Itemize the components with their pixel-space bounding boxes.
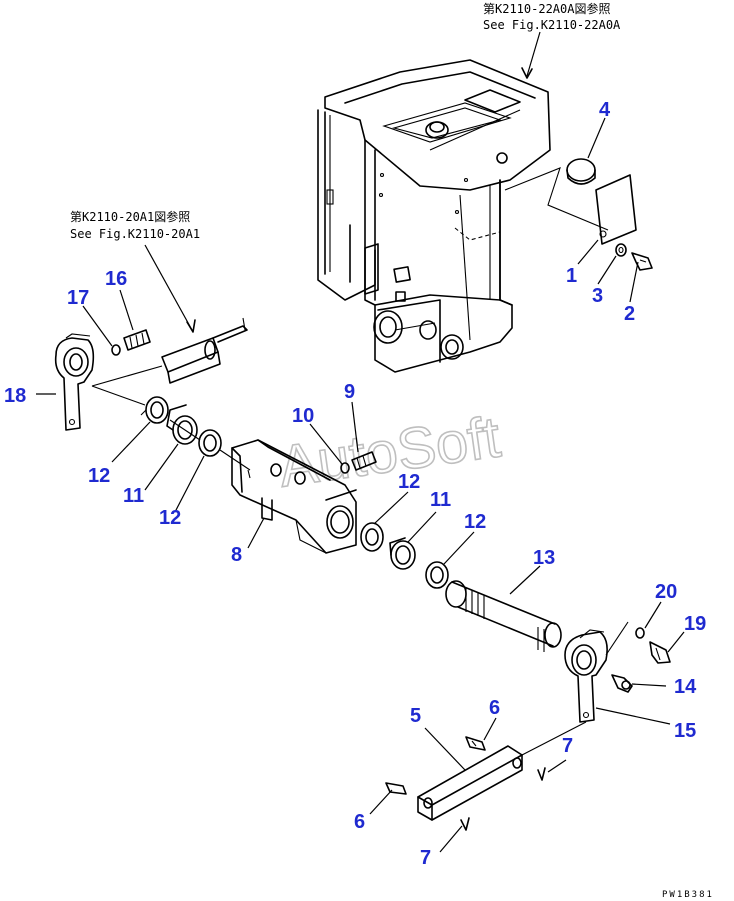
callout-20: 20 <box>655 581 677 603</box>
callout-10: 10 <box>292 405 314 427</box>
part-14-grease-fitting <box>611 674 633 693</box>
callout-12-left-lower: 12 <box>159 507 181 529</box>
part-12-seal-left-lower <box>198 429 222 457</box>
part-6-bolt-upper <box>465 736 486 751</box>
top-reference-jp: 第K2110-22A0A図参照 <box>483 1 610 16</box>
part-6-bolt-lower <box>385 782 407 795</box>
main-frame-housing <box>317 59 609 373</box>
top-reference-en: See Fig.K2110-22A0A <box>483 18 621 32</box>
part-19-bolt <box>649 641 671 664</box>
part-7-pin-upper <box>537 767 546 781</box>
part-9-bolt <box>351 451 377 471</box>
drawing-code: PW1B381 <box>662 890 714 900</box>
callout-15: 15 <box>674 720 696 742</box>
callout-17: 17 <box>67 287 89 309</box>
callout-14: 14 <box>674 676 697 698</box>
part-1-cover-plate <box>595 174 637 245</box>
leader-arrowhead-left <box>186 319 196 333</box>
part-15-lever <box>564 629 608 723</box>
callout-8: 8 <box>231 544 242 566</box>
part-18-lever <box>54 333 95 431</box>
callout-labels: 4 1 3 2 16 17 18 9 10 12 11 12 12 11 12 … <box>4 99 706 869</box>
axis-line-right <box>605 621 629 656</box>
axis-line-link <box>521 721 587 756</box>
part-20-washer <box>635 627 645 639</box>
part-11-bushing-right <box>389 537 416 570</box>
part-5-link <box>417 745 523 821</box>
callout-18: 18 <box>4 385 26 407</box>
axis-line-left-lower <box>91 385 251 471</box>
callout-2: 2 <box>624 303 635 325</box>
callout-12-left-upper: 12 <box>88 465 110 487</box>
axis-line-left <box>91 365 163 387</box>
callout-12-right-upper: 12 <box>398 471 420 493</box>
part-13-shaft <box>445 580 562 652</box>
callout-11-right: 11 <box>430 489 451 511</box>
callout-16: 16 <box>105 268 127 290</box>
part-2-bolt <box>631 252 653 271</box>
callout-19: 19 <box>684 613 706 635</box>
callout-9: 9 <box>344 381 355 403</box>
part-7-pin-lower <box>460 817 470 831</box>
leader-arrowhead-top <box>521 67 533 79</box>
callout-13: 13 <box>533 547 555 569</box>
part-12-seal-left-upper <box>140 396 169 424</box>
callout-6-lower: 6 <box>354 811 365 833</box>
callout-12-right-lower: 12 <box>464 511 486 533</box>
part-3-washer <box>615 243 627 257</box>
callout-leaders <box>36 117 685 853</box>
part-8-bracket <box>231 439 357 554</box>
callout-1: 1 <box>566 265 577 287</box>
part-4-plug <box>566 158 596 185</box>
callout-6-upper: 6 <box>489 697 500 719</box>
left-reference-jp: 第K2110-20A1図参照 <box>70 209 190 224</box>
part-17-washer <box>111 344 121 356</box>
part-12-seal-right-lower <box>425 561 449 589</box>
callout-7-lower: 7 <box>420 847 431 869</box>
part-10-washer <box>340 462 350 474</box>
connecting-rod-assembly <box>161 317 248 384</box>
part-11-bushing-left <box>166 404 198 445</box>
part-16-bolt <box>123 329 151 351</box>
leader-left-reference <box>144 244 193 331</box>
leader-top-reference <box>526 31 541 77</box>
callout-11-left: 11 <box>123 485 144 507</box>
callout-7-upper: 7 <box>562 735 573 757</box>
left-reference-en: See Fig.K2110-20A1 <box>70 227 200 241</box>
part-12-seal-right-upper <box>360 522 384 552</box>
callout-5: 5 <box>410 705 421 727</box>
callout-3: 3 <box>592 285 603 307</box>
callout-4: 4 <box>599 99 611 121</box>
